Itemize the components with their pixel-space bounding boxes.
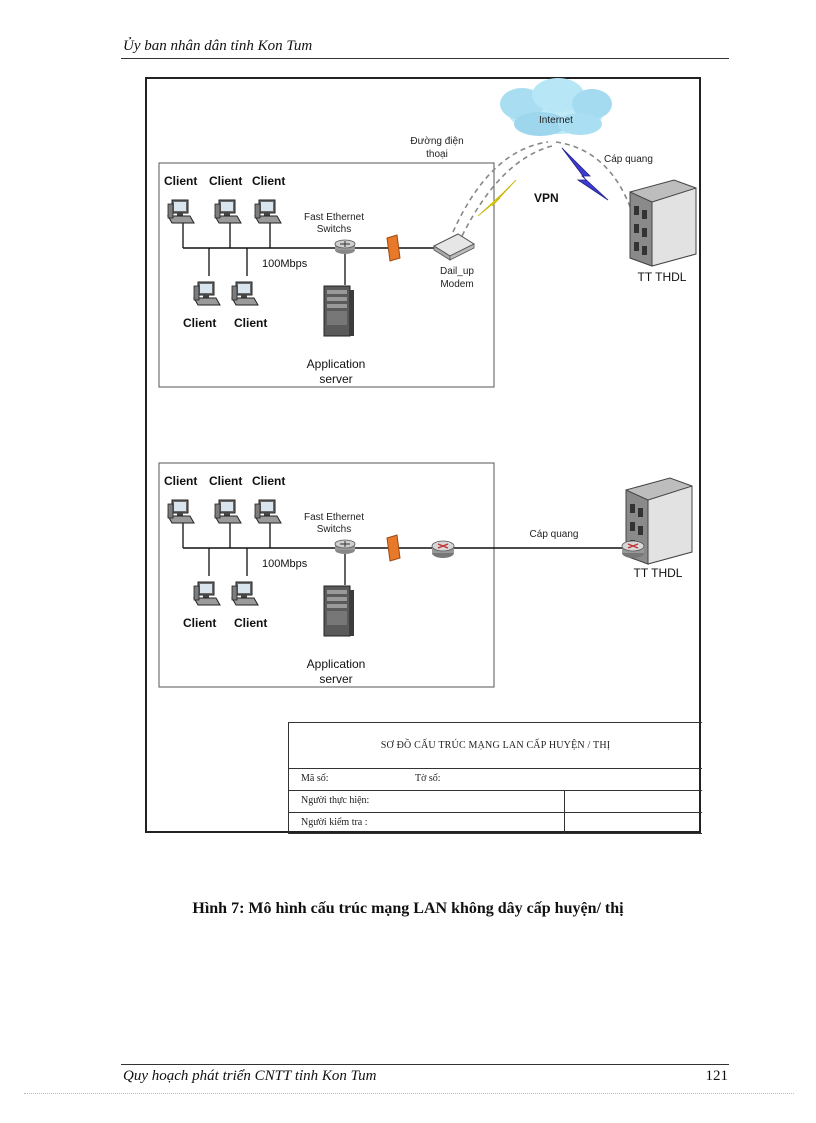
diagram-1: Client Client Client Client Client Fast … (158, 78, 697, 388)
lan-box-2 (158, 462, 495, 688)
wireless-link-icon (477, 179, 517, 217)
application-server-icon (323, 585, 355, 637)
drawing-title-block: SƠ ĐỒ CẤU TRÚC MẠNG LAN CẤP HUYỆN / THỊ … (288, 722, 702, 834)
title-block-row: Người kiểm tra : (289, 812, 702, 834)
nguoi-kiem-tra-label: Người kiểm tra : (301, 817, 368, 828)
switch-icon (334, 239, 356, 255)
nguoi-thuc-hien-label: Người thực hiện: (301, 795, 370, 806)
router-icon (431, 540, 455, 559)
footer-rule (121, 1064, 729, 1065)
client-computer-icon (214, 199, 242, 224)
data-center-label: TT THDL (634, 566, 683, 580)
drawing-frame (145, 77, 701, 833)
speed-label: 100Mbps (262, 558, 308, 570)
to-so-label: Tờ số: (415, 773, 441, 784)
fiber-label: Cáp quang (604, 154, 653, 165)
switch-label: Switchs (317, 224, 351, 235)
client-label: Client (183, 616, 216, 630)
client-computer-icon (167, 199, 195, 224)
lan-box-1 (158, 162, 495, 388)
client-label: Client (164, 474, 197, 488)
data-center-building-icon (629, 179, 697, 267)
client-label: Client (252, 474, 285, 488)
phone-line-label: Đường điện (410, 136, 463, 147)
firewall-icon (386, 534, 401, 562)
vpn-link-icon (561, 147, 609, 201)
server-label: Application (307, 357, 366, 371)
firewall-icon (386, 234, 401, 262)
modem-label: Modem (440, 279, 473, 290)
internet-cloud-icon (500, 78, 612, 136)
data-center-label: TT THDL (638, 270, 687, 284)
client-label: Client (252, 174, 285, 188)
client-computer-icon (254, 199, 282, 224)
server-label: server (319, 372, 352, 386)
application-server-icon (323, 285, 355, 337)
server-label: server (319, 672, 352, 686)
page-footer: Quy hoạch phát triển CNTT tỉnh Kon Tum (123, 1068, 377, 1084)
switch-label: Fast Ethernet (304, 212, 364, 223)
client-computer-icon (214, 499, 242, 524)
phone-line-label: thoại (426, 149, 448, 160)
page-header: Ủy ban nhân dân tỉnh Kon Tum (123, 38, 313, 54)
client-computer-icon (193, 281, 221, 306)
client-label: Client (234, 616, 267, 630)
switch-icon (334, 539, 356, 555)
router-icon (621, 540, 645, 559)
diagram-2: Client Client Client Client Client Fast … (158, 462, 693, 688)
client-computer-icon (167, 499, 195, 524)
title-block-heading: SƠ ĐỒ CẤU TRÚC MẠNG LAN CẤP HUYỆN / THỊ (289, 723, 702, 769)
page-number: 121 (705, 1068, 729, 1084)
speed-label: 100Mbps (262, 258, 308, 270)
client-label: Client (183, 316, 216, 330)
client-label: Client (209, 474, 242, 488)
switch-label: Switchs (317, 524, 351, 535)
client-computer-icon (254, 499, 282, 524)
figure-caption: Hình 7: Mô hình cấu trúc mạng LAN không … (192, 900, 624, 917)
client-label: Client (209, 174, 242, 188)
switch-label: Fast Ethernet (304, 512, 364, 523)
server-label: Application (307, 657, 366, 671)
header-rule (121, 58, 729, 59)
fiber-label: Cáp quang (530, 529, 579, 540)
modem-label: Dail_up (440, 266, 474, 277)
internet-label: Internet (539, 115, 573, 126)
title-block-row: Người thực hiện: (289, 790, 702, 813)
client-computer-icon (231, 281, 259, 306)
page-edge-dots (24, 1093, 794, 1094)
vpn-label: VPN (534, 191, 559, 205)
client-label: Client (234, 316, 267, 330)
client-computer-icon (231, 581, 259, 606)
title-block-row: Mã số: Tờ số: (289, 768, 702, 791)
client-label: Client (164, 174, 197, 188)
ma-so-label: Mã số: (301, 773, 329, 784)
client-computer-icon (193, 581, 221, 606)
